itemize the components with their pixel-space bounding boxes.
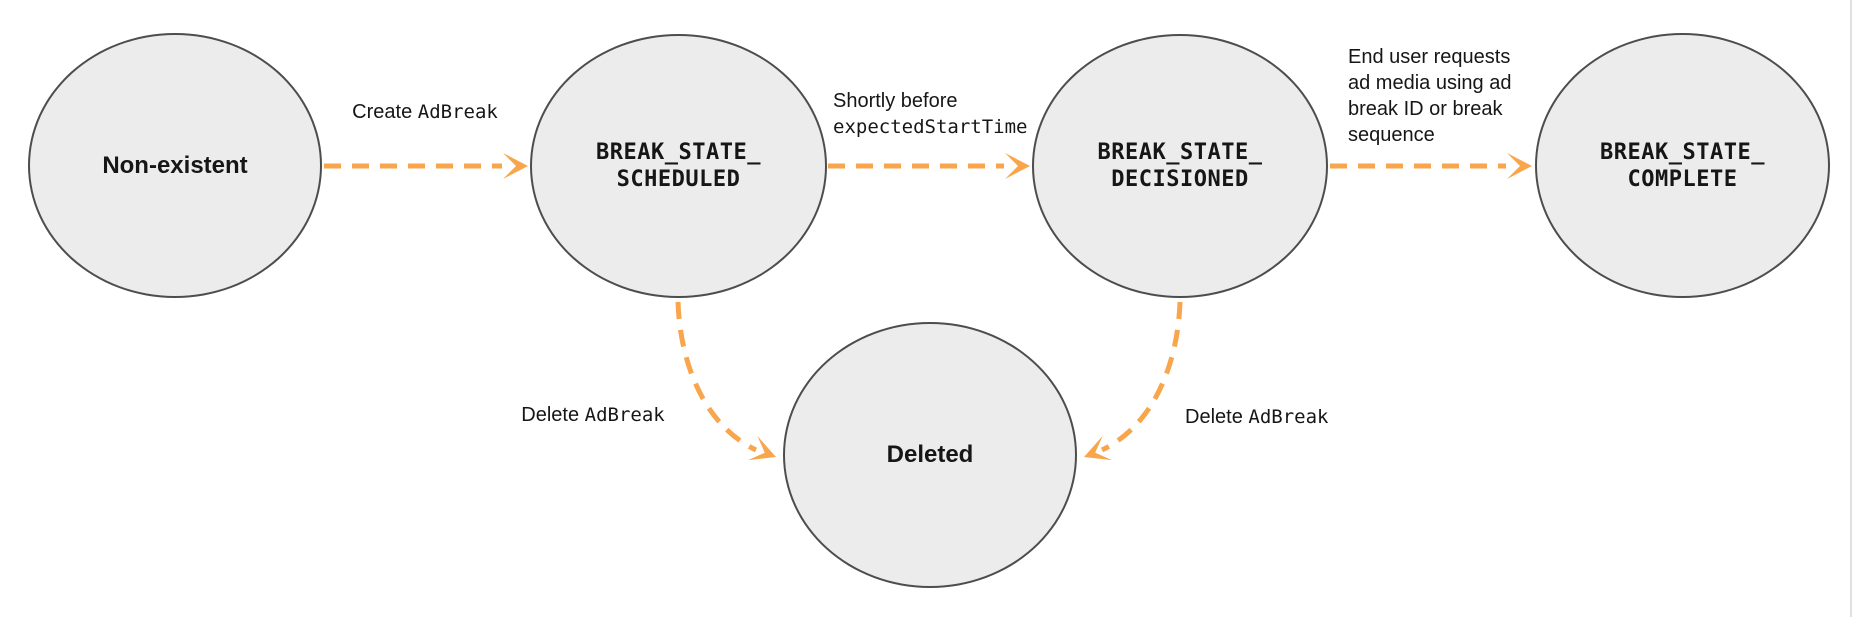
transition-label-delete-adbreak-right: Delete AdBreak — [1185, 404, 1328, 430]
arrowhead-icon — [1507, 153, 1532, 179]
state-node-break-state-decisioned: BREAK_STATE_ DECISIONED — [1032, 34, 1328, 298]
transition-label-shortly-before: Shortly before expectedStartTime — [833, 88, 1027, 140]
label-text: Delete — [1185, 406, 1249, 428]
state-label-line1: BREAK_STATE_ — [1600, 139, 1765, 165]
arrowhead-icon — [748, 435, 776, 461]
transition-label-create-adbreak: Create AdBreak — [325, 99, 525, 125]
label-text-line2: ad media using ad — [1348, 72, 1512, 94]
arrowhead-icon — [1005, 153, 1030, 179]
state-label-line1: BREAK_STATE_ — [596, 140, 761, 165]
page-edge-divider — [1850, 0, 1852, 617]
state-label-line2: COMPLETE — [1627, 166, 1738, 192]
label-text: Create — [352, 101, 418, 123]
transition-label-end-user-requests: End user requests ad media using ad brea… — [1348, 44, 1511, 148]
state-label: Deleted — [886, 441, 974, 468]
state-node-break-state-complete: BREAK_STATE_ COMPLETE — [1535, 33, 1830, 298]
label-text-line1: End user requests — [1348, 46, 1511, 68]
state-node-break-state-scheduled: BREAK_STATE_ SCHEDULED — [530, 34, 827, 298]
label-text-line3: break ID or break — [1348, 98, 1503, 120]
state-node-deleted: Deleted — [783, 322, 1077, 588]
transition-delete-left-arrow — [675, 301, 776, 461]
transition-decision-arrow — [828, 153, 1030, 179]
label-text-line4: sequence — [1348, 124, 1435, 146]
transition-label-delete-adbreak-left: Delete AdBreak — [493, 402, 693, 428]
state-node-non-existent: Non-existent — [28, 33, 322, 298]
label-code-text: AdBreak — [417, 101, 498, 123]
label-text: Delete — [521, 404, 585, 426]
transition-create-adbreak-arrow — [324, 153, 528, 179]
state-label-line2: SCHEDULED — [616, 167, 741, 192]
label-code-text: AdBreak — [584, 404, 665, 426]
state-label: Non-existent — [102, 151, 248, 179]
dashed-arrow-shaft — [1100, 301, 1183, 453]
label-code-text: AdBreak — [1248, 406, 1329, 428]
state-label-line1: BREAK_STATE_ — [1097, 140, 1263, 165]
label-code-text: expectedStartTime — [833, 116, 1028, 138]
transition-complete-arrow — [1330, 153, 1532, 179]
arrowhead-icon — [1084, 435, 1112, 461]
arrowhead-icon — [503, 153, 528, 179]
transition-delete-right-arrow — [1084, 301, 1183, 461]
state-label-line2: DECISIONED — [1111, 167, 1249, 192]
label-text: Shortly before — [833, 90, 958, 112]
dashed-arrow-shaft — [675, 301, 758, 453]
